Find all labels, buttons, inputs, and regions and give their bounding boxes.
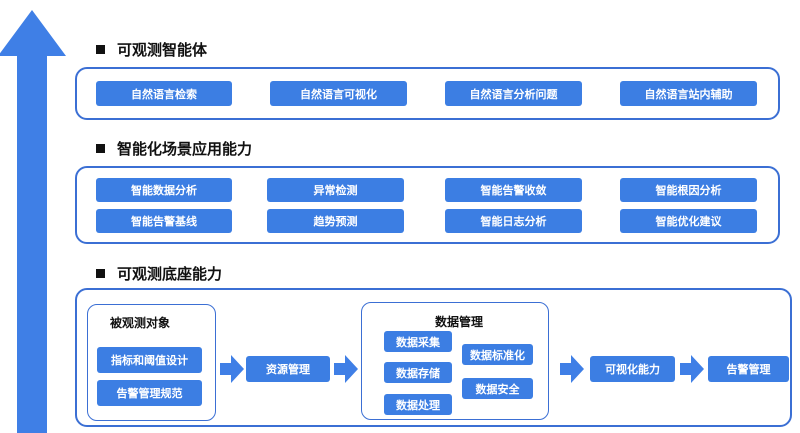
- resource-management-box: 资源管理: [246, 356, 330, 382]
- observed-objects-title: 被观测对象: [110, 316, 171, 330]
- data-management-title: 数据管理: [435, 315, 484, 329]
- data-management-panel: 数据管理 数据采集 数据存储 数据处理 数据标准化 数据安全: [361, 302, 549, 420]
- scenario-panel: 智能数据分析 异常检测 智能告警收敛 智能根因分析 智能告警基线 趋势预测 智能…: [75, 166, 780, 244]
- section-title-scenario-text: 智能化场景应用能力: [117, 139, 253, 158]
- agent-item: 自然语言分析问题: [445, 81, 582, 106]
- scenario-item: 异常检测: [267, 178, 404, 202]
- visualization-box: 可视化能力: [590, 356, 675, 382]
- bullet-square-icon: [96, 44, 105, 54]
- base-panel: 被观测对象 指标和阈值设计 告警管理规范 资源管理 数据管理 数据采集 数据存储…: [75, 288, 792, 427]
- flow-arrow-icon: [680, 355, 704, 383]
- observed-item: 指标和阈值设计: [97, 347, 202, 373]
- observed-item: 告警管理规范: [97, 380, 202, 406]
- data-item: 数据安全: [462, 378, 533, 399]
- scenario-item: 智能告警基线: [96, 209, 232, 233]
- bullet-square-icon: [96, 143, 105, 153]
- scenario-item: 智能告警收敛: [445, 178, 582, 202]
- progression-arrow-icon: [0, 10, 66, 433]
- alert-management-box: 告警管理: [708, 356, 789, 382]
- section-title-agent: 可观测智能体: [96, 38, 207, 60]
- section-title-scenario: 智能化场景应用能力: [96, 137, 252, 159]
- scenario-item: 智能根因分析: [620, 178, 757, 202]
- agent-panel: 自然语言检索 自然语言可视化 自然语言分析问题 自然语言站内辅助: [75, 67, 780, 120]
- data-item: 数据存储: [384, 362, 452, 383]
- section-title-base: 可观测底座能力: [96, 262, 222, 284]
- scenario-item: 智能数据分析: [96, 178, 232, 202]
- agent-item: 自然语言站内辅助: [620, 81, 757, 106]
- flow-arrow-icon: [334, 355, 358, 383]
- scenario-item: 趋势预测: [267, 209, 404, 233]
- scenario-item: 智能日志分析: [445, 209, 582, 233]
- data-item: 数据处理: [384, 394, 452, 415]
- observed-objects-panel: 被观测对象 指标和阈值设计 告警管理规范: [87, 304, 216, 421]
- section-title-agent-text: 可观测智能体: [117, 40, 208, 59]
- agent-item: 自然语言检索: [96, 81, 232, 106]
- scenario-item: 智能优化建议: [620, 209, 757, 233]
- data-item: 数据采集: [384, 331, 452, 352]
- flow-arrow-icon: [220, 355, 244, 383]
- bullet-square-icon: [96, 268, 105, 278]
- section-title-base-text: 可观测底座能力: [117, 264, 223, 283]
- data-item: 数据标准化: [462, 344, 533, 365]
- agent-item: 自然语言可视化: [270, 81, 407, 106]
- flow-arrow-icon: [560, 355, 584, 383]
